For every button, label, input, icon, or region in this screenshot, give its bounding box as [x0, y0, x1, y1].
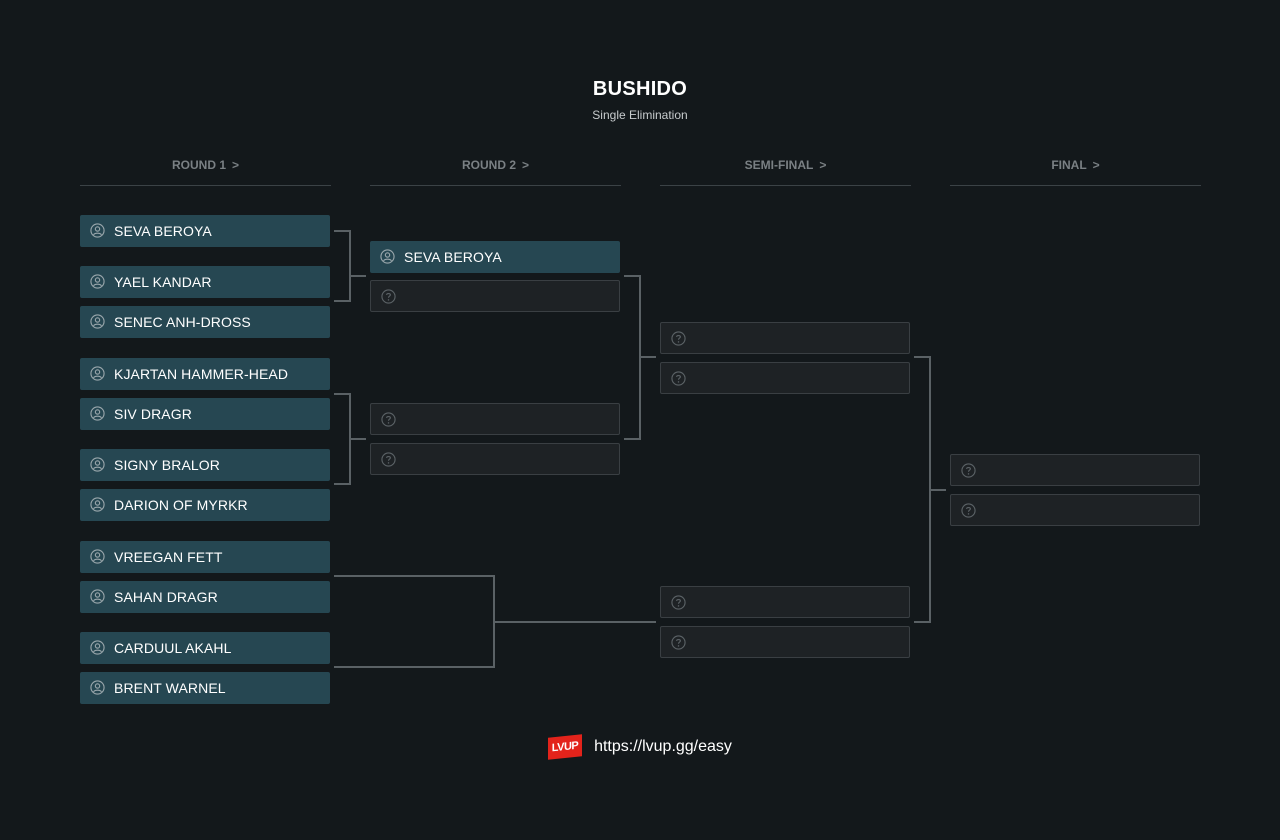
question-circle-icon	[381, 412, 396, 427]
question-circle-icon	[961, 463, 976, 478]
round-1-slot[interactable]: KJARTAN HAMMER-HEAD	[80, 358, 330, 390]
round-1-slot[interactable]: SAHAN DRAGR	[80, 581, 330, 613]
bracket-connector	[334, 483, 350, 485]
round-1-slot[interactable]: SIGNY BRALOR	[80, 449, 330, 481]
footer: LVUP https://lvup.gg/easy	[0, 734, 1280, 760]
user-circle-icon	[90, 314, 105, 329]
footer-link[interactable]: https://lvup.gg/easy	[594, 738, 732, 755]
bracket-connector	[349, 275, 366, 277]
semi-final-empty-slot[interactable]	[660, 362, 910, 394]
round-1-slot[interactable]: VREEGAN FETT	[80, 541, 330, 573]
bracket-connector	[624, 438, 640, 440]
bracket-connector	[624, 275, 640, 277]
semi-final-empty-slot[interactable]	[660, 626, 910, 658]
lvup-logo: LVUP	[548, 734, 583, 760]
question-circle-icon	[381, 452, 396, 467]
player-name: KJARTAN HAMMER-HEAD	[114, 366, 289, 382]
question-circle-icon	[671, 331, 686, 346]
final-empty-slot[interactable]	[950, 494, 1200, 526]
round-label: ROUND 2	[461, 158, 516, 172]
semi-final-empty-slot[interactable]	[660, 322, 910, 354]
bracket-connector	[334, 300, 350, 302]
chevron-right-icon: >	[232, 158, 240, 172]
user-circle-icon	[90, 223, 105, 238]
bracket-connector	[334, 393, 350, 395]
round-2-empty-slot[interactable]	[370, 443, 620, 475]
round-2-empty-slot[interactable]	[370, 280, 620, 312]
user-circle-icon	[380, 249, 395, 264]
user-circle-icon	[90, 640, 105, 655]
user-circle-icon	[90, 406, 105, 421]
chevron-right-icon: >	[819, 158, 827, 172]
user-circle-icon	[90, 366, 105, 381]
round-label: FINAL	[1051, 158, 1087, 172]
user-circle-icon	[90, 680, 105, 695]
user-circle-icon	[90, 497, 105, 512]
tournament-format: Single Elimination	[592, 108, 688, 122]
bracket-connector	[334, 666, 494, 668]
bracket-connector	[349, 438, 366, 440]
player-name: SEVA BEROYA	[404, 249, 502, 265]
bracket-connector	[914, 356, 930, 358]
bracket-connector	[639, 356, 656, 358]
round-1-slot[interactable]: CARDUUL AKAHL	[80, 632, 330, 664]
player-name: SIV DRAGR	[114, 406, 192, 422]
bracket-connector	[929, 489, 946, 491]
bracket-connector	[334, 575, 494, 577]
semi-final-empty-slot[interactable]	[660, 586, 910, 618]
bracket-connector	[494, 621, 656, 623]
user-circle-icon	[90, 457, 105, 472]
round-label: ROUND 1	[171, 158, 226, 172]
round-label: SEMI-FINAL	[744, 158, 814, 172]
user-circle-icon	[90, 549, 105, 564]
player-name: BRENT WARNEL	[114, 680, 226, 696]
question-circle-icon	[381, 289, 396, 304]
player-name: SEVA BEROYA	[114, 223, 212, 239]
player-name: DARION OF MYRKR	[114, 497, 248, 513]
round-header-semi-final[interactable]: SEMI-FINAL >	[660, 158, 911, 186]
round-header-round-2[interactable]: ROUND 2 >	[370, 158, 621, 186]
bracket-connector	[334, 230, 350, 232]
question-circle-icon	[671, 371, 686, 386]
final-empty-slot[interactable]	[950, 454, 1200, 486]
question-circle-icon	[961, 503, 976, 518]
question-circle-icon	[671, 635, 686, 650]
question-circle-icon	[671, 595, 686, 610]
player-name: SAHAN DRAGR	[114, 589, 218, 605]
chevron-right-icon: >	[522, 158, 530, 172]
player-name: SIGNY BRALOR	[114, 457, 220, 473]
user-circle-icon	[90, 274, 105, 289]
user-circle-icon	[90, 589, 105, 604]
player-name: CARDUUL AKAHL	[114, 640, 232, 656]
round-header-final[interactable]: FINAL >	[950, 158, 1201, 186]
tournament-title: BUSHIDO	[592, 78, 688, 100]
player-name: VREEGAN FETT	[114, 549, 223, 565]
round-1-slot[interactable]: DARION OF MYRKR	[80, 489, 330, 521]
player-name: SENEC ANH-DROSS	[114, 314, 251, 330]
round-1-slot[interactable]: YAEL KANDAR	[80, 266, 330, 298]
round-1-slot[interactable]: SEVA BEROYA	[80, 215, 330, 247]
round-1-slot[interactable]: SENEC ANH-DROSS	[80, 306, 330, 338]
round-1-slot[interactable]: SIV DRAGR	[80, 398, 330, 430]
round-header-round-1[interactable]: ROUND 1 >	[80, 158, 331, 186]
bracket-connector	[914, 621, 930, 623]
round-2-slot[interactable]: SEVA BEROYA	[370, 241, 620, 273]
player-name: YAEL KANDAR	[114, 274, 212, 290]
bracket-connector	[349, 230, 351, 302]
round-2-empty-slot[interactable]	[370, 403, 620, 435]
round-1-slot[interactable]: BRENT WARNEL	[80, 672, 330, 704]
chevron-right-icon: >	[1092, 158, 1100, 172]
